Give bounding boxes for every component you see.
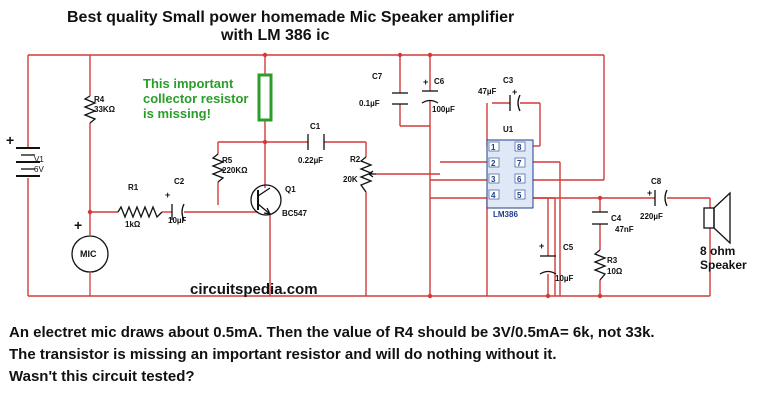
c5-ref: C5 bbox=[563, 243, 574, 252]
c6-ref: C6 bbox=[434, 77, 445, 86]
title-line-2: with LM 386 ic bbox=[221, 27, 330, 44]
c1-value: 0.22µF bbox=[298, 156, 324, 165]
speaker-label-line-2: Speaker bbox=[700, 258, 747, 272]
u1-part: LM386 bbox=[493, 210, 518, 219]
r3-ref: R3 bbox=[607, 256, 618, 265]
c6-plus-sign: + bbox=[423, 77, 429, 87]
r2-ref: R2 bbox=[350, 155, 361, 164]
c1-ref: C1 bbox=[310, 122, 321, 131]
r1-value: 1kΩ bbox=[125, 220, 141, 229]
q1-ref: Q1 bbox=[285, 185, 296, 194]
annotation-line-3: is missing! bbox=[143, 106, 211, 121]
battery-plus-sign: + bbox=[6, 132, 15, 148]
annotation-line-1: This important bbox=[143, 76, 234, 91]
q1-value: BC547 bbox=[282, 209, 307, 218]
r1-ref: R1 bbox=[128, 183, 139, 192]
u1-pin-4: 4 bbox=[491, 191, 496, 200]
lm386-chip bbox=[486, 139, 534, 209]
title-line-1: Best quality Small power homemade Mic Sp… bbox=[67, 9, 515, 26]
missing-resistor-marker bbox=[257, 73, 273, 122]
u1-ref: U1 bbox=[503, 125, 514, 134]
c8-value: 220µF bbox=[640, 212, 663, 221]
c2-plus-sign: + bbox=[165, 190, 171, 200]
complaint-line-1: An electret mic draws about 0.5mA. Then … bbox=[9, 324, 655, 341]
c8-ref: C8 bbox=[651, 177, 662, 186]
c2-ref: C2 bbox=[174, 177, 185, 186]
r4-value: 33KΩ bbox=[94, 105, 116, 114]
c2-value: 10µF bbox=[168, 216, 187, 225]
c8-plus-sign: + bbox=[647, 188, 653, 198]
r5-value: 220KΩ bbox=[222, 166, 248, 175]
c7-value: 0.1µF bbox=[359, 99, 380, 108]
v1-ref: V1 bbox=[34, 155, 44, 164]
u1-pin-1: 1 bbox=[491, 143, 496, 152]
watermark: circuitspedia.com bbox=[190, 281, 318, 298]
r5-ref: R5 bbox=[222, 156, 233, 165]
u1-pin-3: 3 bbox=[491, 175, 496, 184]
c5-value: 10µF bbox=[555, 274, 574, 283]
mic-plus-sign: + bbox=[74, 217, 83, 233]
c3-ref: C3 bbox=[503, 76, 514, 85]
c6-value: 100µF bbox=[432, 105, 455, 114]
component-symbols bbox=[16, 90, 731, 296]
r4-ref: R4 bbox=[94, 95, 105, 104]
u1-pin-5: 5 bbox=[517, 191, 522, 200]
c4-value: 47nF bbox=[615, 225, 634, 234]
junction-dots bbox=[87, 52, 603, 299]
mic-label: MIC bbox=[80, 249, 97, 259]
wires bbox=[27, 54, 711, 297]
r2-value: 20K bbox=[343, 175, 358, 184]
u1-pin-7: 7 bbox=[517, 159, 522, 168]
u1-pin-6: 6 bbox=[517, 175, 522, 184]
annotation-line-2: collector resistor bbox=[143, 91, 249, 106]
c4-ref: C4 bbox=[611, 214, 622, 223]
v1-value: 6V bbox=[34, 165, 44, 174]
complaint-line-2: The transistor is missing an important r… bbox=[9, 346, 557, 363]
c3-value: 47µF bbox=[478, 87, 497, 96]
u1-pin-2: 2 bbox=[491, 159, 496, 168]
c3-plus-sign: + bbox=[512, 87, 518, 97]
speaker-label-line-1: 8 ohm bbox=[700, 244, 736, 258]
u1-pin-8: 8 bbox=[517, 143, 522, 152]
complaint-line-3: Wasn't this circuit tested? bbox=[9, 368, 195, 385]
r3-value: 10Ω bbox=[607, 267, 623, 276]
c5-plus-sign: + bbox=[539, 241, 545, 251]
c7-ref: C7 bbox=[372, 72, 383, 81]
